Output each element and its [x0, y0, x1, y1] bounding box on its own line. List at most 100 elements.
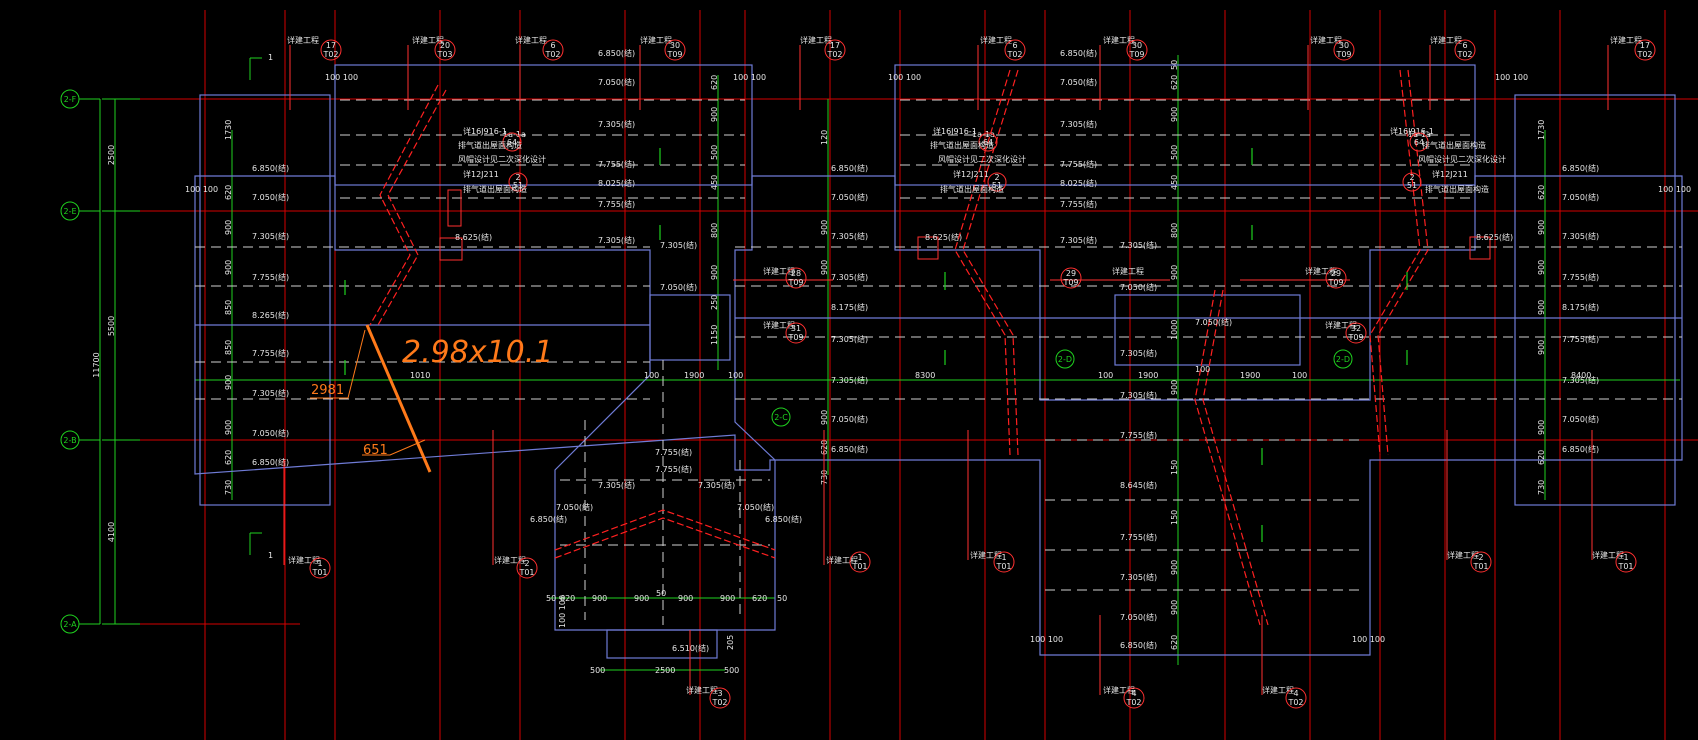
svg-text:6.850(结): 6.850(结)	[598, 48, 635, 58]
svg-text:2: 2	[994, 173, 999, 182]
ridge-lines	[369, 69, 1429, 626]
detail-callout: 详建工程 3 T02	[686, 630, 731, 709]
svg-text:620: 620	[224, 450, 233, 465]
svg-text:7.305(结): 7.305(结)	[598, 235, 635, 245]
axis-bubble: 2-D	[1333, 349, 1353, 369]
axis-grid	[130, 10, 1698, 740]
svg-text:详建工程: 详建工程	[1447, 550, 1479, 560]
svg-text:2: 2	[515, 173, 520, 182]
svg-text:7.305(结): 7.305(结)	[598, 119, 635, 129]
svg-text:900: 900	[592, 594, 607, 603]
svg-text:T01: T01	[1472, 562, 1488, 571]
svg-text:620: 620	[1537, 450, 1546, 465]
svg-text:详建工程: 详建工程	[1103, 35, 1135, 45]
detail-callout: 详建工程 6 T02	[977, 35, 1026, 110]
svg-text:T02: T02	[1456, 50, 1472, 59]
svg-text:7.305(结): 7.305(结)	[698, 480, 735, 490]
svg-text:620: 620	[752, 594, 767, 603]
axis-bubble: 2-D	[1055, 349, 1075, 369]
svg-text:6.850(结): 6.850(结)	[765, 514, 802, 524]
svg-text:详建工程: 详建工程	[1610, 35, 1642, 45]
detail-callout: 详建工程 1 T01	[1591, 430, 1637, 573]
svg-text:900: 900	[1537, 340, 1546, 355]
svg-text:详16J916-1: 详16J916-1	[933, 126, 977, 136]
svg-text:30: 30	[1339, 41, 1349, 50]
svg-text:排气道出屋面构造: 排气道出屋面构造	[940, 184, 1004, 194]
area-formula: 2.98x10.1	[402, 335, 553, 370]
svg-text:8.625(结): 8.625(结)	[925, 232, 962, 242]
svg-text:详建工程: 详建工程	[640, 35, 672, 45]
svg-text:2-A: 2-A	[63, 620, 77, 629]
svg-text:64: 64	[507, 138, 517, 147]
detail-callout: 详建工程 17 T02	[799, 35, 846, 110]
svg-text:6.510(结): 6.510(结)	[672, 643, 709, 653]
svg-text:7.305(结): 7.305(结)	[1060, 235, 1097, 245]
svg-text:详建工程: 详建工程	[970, 550, 1002, 560]
svg-text:7.050(结): 7.050(结)	[831, 192, 868, 202]
detail-callout: 详建工程 30 T09	[1307, 35, 1355, 110]
svg-text:8.645(结): 8.645(结)	[1120, 480, 1157, 490]
svg-text:100: 100	[1292, 371, 1307, 380]
svg-text:8300: 8300	[915, 371, 935, 380]
svg-text:800: 800	[1170, 223, 1179, 238]
svg-text:详12J211: 详12J211	[463, 169, 499, 179]
svg-text:T09: T09	[1347, 333, 1363, 342]
svg-text:11700: 11700	[92, 352, 101, 377]
svg-text:T09: T09	[787, 278, 803, 287]
svg-text:7.050(结): 7.050(结)	[1120, 282, 1157, 292]
svg-text:7.305(结): 7.305(结)	[831, 334, 868, 344]
svg-text:7.755(结): 7.755(结)	[598, 199, 635, 209]
svg-text:T01: T01	[851, 562, 867, 571]
detail-callout: 详建工程 30 T09	[1099, 35, 1148, 110]
svg-text:20: 20	[440, 41, 450, 50]
svg-text:详建工程: 详建工程	[1325, 320, 1357, 330]
svg-text:100: 100	[728, 371, 743, 380]
svg-text:详12J211: 详12J211	[953, 169, 989, 179]
svg-text:1000: 1000	[1170, 320, 1179, 340]
svg-text:详16J916-1: 详16J916-1	[463, 126, 507, 136]
svg-text:2500: 2500	[107, 145, 116, 165]
svg-text:7.755(结): 7.755(结)	[598, 159, 635, 169]
mid-dimensions: 100 1900 100 100 1900 100 1900 100 8300 …	[410, 365, 1591, 598]
svg-text:450: 450	[710, 175, 719, 190]
svg-text:7.755(结): 7.755(结)	[1120, 430, 1157, 440]
svg-text:800: 800	[710, 223, 719, 238]
length-label: 651	[363, 443, 388, 458]
svg-text:7.050(结): 7.050(结)	[660, 282, 697, 292]
svg-text:T02: T02	[1636, 50, 1652, 59]
svg-text:100: 100	[644, 371, 659, 380]
svg-text:1730: 1730	[1537, 120, 1546, 140]
svg-text:7.050(结): 7.050(结)	[1120, 612, 1157, 622]
svg-text:T09: T09	[666, 50, 682, 59]
dimension-lines	[99, 55, 1680, 671]
svg-text:900: 900	[720, 594, 735, 603]
svg-text:7.305(结): 7.305(结)	[1120, 240, 1157, 250]
svg-text:7.050(结): 7.050(结)	[598, 77, 635, 87]
svg-text:详建工程: 详建工程	[1430, 35, 1462, 45]
svg-text:1a-1a: 1a-1a	[503, 130, 526, 139]
svg-text:T09: T09	[1327, 278, 1343, 287]
svg-text:排气道出屋面构造: 排气道出屋面构造	[463, 184, 527, 194]
svg-text:详建工程: 详建工程	[826, 555, 858, 565]
svg-text:T09: T09	[787, 333, 803, 342]
svg-text:2: 2	[524, 559, 529, 568]
svg-text:17: 17	[1640, 41, 1650, 50]
svg-text:7.305(结): 7.305(结)	[252, 231, 289, 241]
axis-bubbles-left: 2-F 2-E 2-B 2-A	[60, 89, 100, 634]
svg-text:7.050(结): 7.050(结)	[737, 502, 774, 512]
svg-text:7.305(结): 7.305(结)	[252, 388, 289, 398]
axis-bubble: 2-B	[60, 430, 80, 450]
svg-text:500: 500	[1170, 145, 1179, 160]
detail-callout: 详建工程 31 T09	[763, 320, 807, 344]
svg-text:2: 2	[1409, 173, 1414, 182]
svg-text:风帽设计见二次深化设计: 风帽设计见二次深化设计	[938, 154, 1026, 164]
svg-text:1900: 1900	[1138, 371, 1158, 380]
svg-text:T09: T09	[1062, 278, 1078, 287]
axis-bubble: 2-F	[60, 89, 80, 109]
svg-text:详建工程: 详建工程	[980, 35, 1012, 45]
detail-callout: 详建工程 17 T02	[287, 35, 342, 110]
svg-text:50: 50	[777, 594, 787, 603]
svg-text:100 100: 100 100	[1030, 635, 1063, 644]
svg-text:4100: 4100	[107, 522, 116, 542]
svg-text:4: 4	[1293, 689, 1298, 698]
